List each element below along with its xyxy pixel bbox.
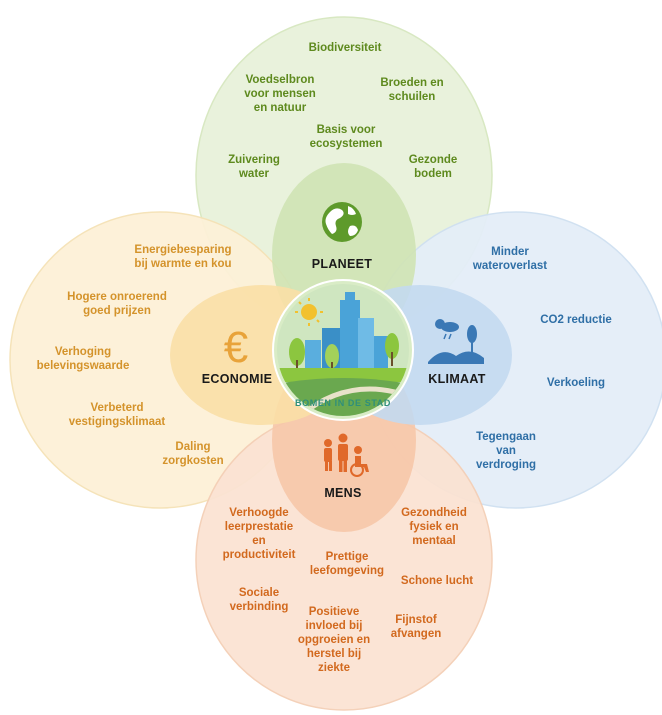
globe-icon bbox=[322, 202, 362, 242]
planeet-item: Voedselbron voor mensen en natuur bbox=[244, 74, 316, 114]
klimaat-item: Tegengaan van verdroging bbox=[475, 431, 537, 471]
planeet-item: Zuivering water bbox=[228, 154, 280, 180]
planeet-item: Biodiversiteit bbox=[308, 42, 382, 54]
category-klimaat: KLIMAAT bbox=[428, 372, 486, 386]
klimaat-item: CO2 reductie bbox=[540, 314, 612, 326]
city-trees-icon bbox=[277, 284, 409, 416]
mens-item: Prettige leefomgeving bbox=[309, 551, 385, 577]
mens-item: Positieve invloed bij opgroeien en herst… bbox=[297, 606, 371, 674]
economie-item: Daling zorgkosten bbox=[162, 441, 224, 467]
mens-item: Fijnstof afvangen bbox=[390, 614, 442, 640]
economie-item: Verhoging belevingswaarde bbox=[36, 346, 130, 372]
category-economie: ECONOMIE bbox=[201, 372, 273, 386]
center-caption: BOMEN IN DE STAD bbox=[295, 398, 391, 408]
mens-item: Schone lucht bbox=[400, 575, 474, 587]
euro-icon: € bbox=[224, 323, 248, 372]
planeet-item: Gezonde bodem bbox=[408, 154, 458, 180]
economie-item: Verbeterd vestigingsklimaat bbox=[68, 402, 166, 428]
mens-item: Gezondheid fysiek en mentaal bbox=[401, 507, 467, 547]
people-icon bbox=[324, 433, 369, 477]
category-mens: MENS bbox=[324, 486, 362, 500]
planeet-item: Basis voor ecosystemen bbox=[309, 124, 383, 150]
weather-landscape-icon bbox=[428, 319, 484, 364]
svg-text:€: € bbox=[224, 323, 248, 372]
economie-item: Hogere onroerend goed prijzen bbox=[67, 291, 167, 317]
klimaat-item: Verkoeling bbox=[546, 377, 606, 389]
klimaat-item: Minder wateroverlast bbox=[472, 246, 548, 272]
mens-item: Verhoogde leerprestatie en productivitei… bbox=[222, 507, 296, 561]
economie-item: Energiebesparing bij warmte en kou bbox=[134, 244, 232, 270]
category-planeet: PLANEET bbox=[311, 257, 373, 271]
mens-item: Sociale verbinding bbox=[229, 587, 289, 613]
planeet-item: Broeden en schuilen bbox=[380, 77, 444, 103]
